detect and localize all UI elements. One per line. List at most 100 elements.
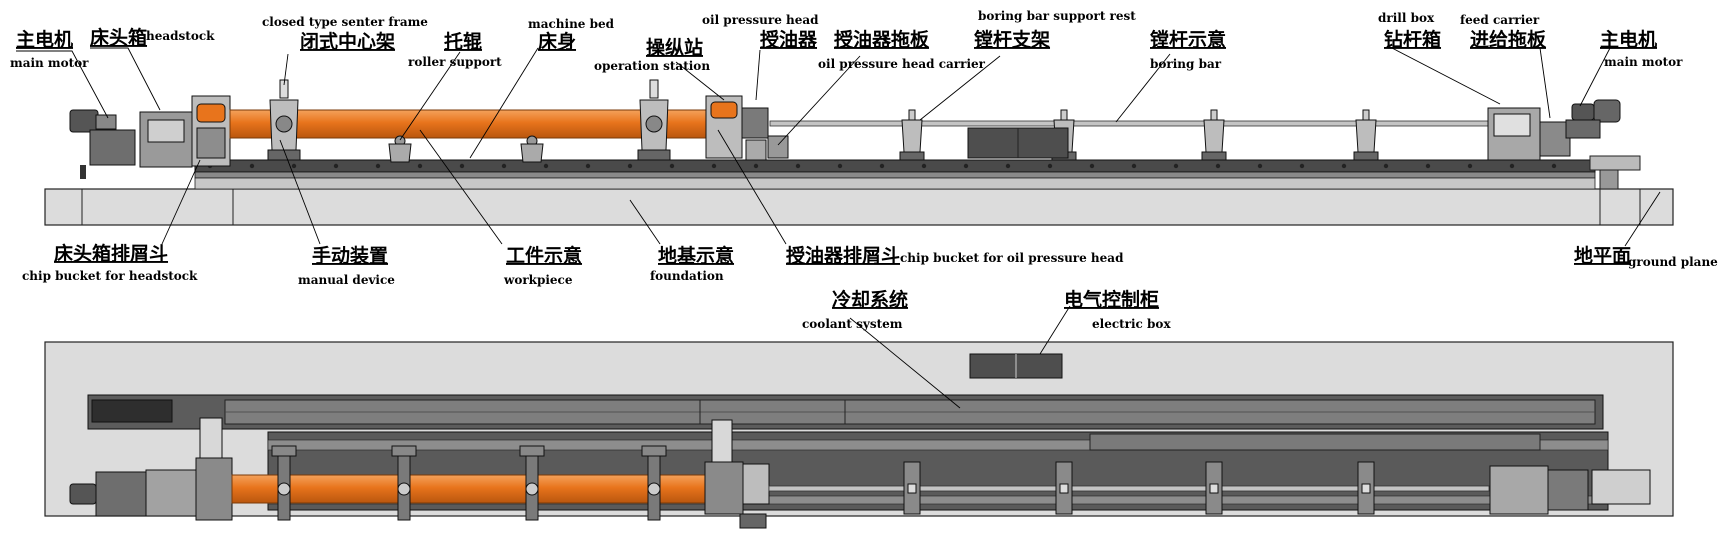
bed-bolt: [711, 163, 717, 169]
plan-support-frame: [519, 445, 545, 521]
closed-center-frame: [637, 79, 671, 161]
bed-bolt: [753, 163, 759, 169]
label-en-boring-bar-support: boring bar support rest: [978, 9, 1136, 23]
label-en-oil-head-carrier: oil pressure head carrier: [818, 57, 986, 71]
bed-bolt: [1005, 163, 1011, 169]
plan-bar-support: [903, 461, 921, 515]
oil-pressure-head-body: [705, 95, 789, 161]
label-zh-ground-plane: 地平面: [1574, 244, 1631, 267]
label-en-electric-box: electric box: [1092, 317, 1171, 331]
bed-bolt: [837, 163, 843, 169]
bed-bolt: [627, 163, 633, 169]
bed-bolt: [879, 163, 885, 169]
label-zh-manual-device: 手动装置: [312, 244, 388, 267]
label-zh-boring-bar-support: 镗杆支架: [974, 28, 1050, 51]
plan-view: [44, 341, 1674, 529]
bed-bolt: [375, 163, 381, 169]
label-en-main-motor-right: main motor: [1604, 55, 1683, 69]
plan-support-frame: [641, 445, 667, 521]
label-zh-electric-box: 电气控制柜: [1064, 288, 1159, 311]
label-en-closed-center-frame: closed type senter frame: [262, 15, 428, 29]
label-en-operation-station: operation station: [594, 59, 710, 73]
bed-bolt: [669, 163, 675, 169]
bed-bolt: [1551, 163, 1557, 169]
label-zh-feed-carrier: 进给拖板: [1470, 28, 1547, 51]
label-zh-chip-bucket-oil-head: 授油器排屑斗: [786, 244, 900, 267]
callout-labels: 主电机 main motor 床头箱 headstock closed type…: [10, 9, 1718, 331]
plan-workpiece-pipe: [231, 474, 709, 504]
main-motor-left: [69, 109, 136, 179]
bed-bolt: [1509, 163, 1515, 169]
plan-bar-support: [1055, 461, 1073, 515]
label-zh-coolant-system: 冷却系统: [832, 288, 908, 311]
bed-bolt: [1425, 163, 1431, 169]
label-zh-operation-station: 操纵站: [646, 36, 703, 59]
label-zh-main-motor-right: 主电机: [1600, 28, 1657, 51]
label-en-boring-bar: boring bar: [1150, 57, 1222, 71]
label-en-chip-bucket-headstock: chip bucket for headstock: [22, 269, 198, 283]
label-en-roller-support: roller support: [408, 55, 502, 69]
label-zh-workpiece: 工件示意: [506, 244, 582, 267]
bed-bolt: [543, 163, 549, 169]
label-zh-foundation: 地基示意: [658, 244, 734, 267]
label-zh-boring-bar: 镗杆示意: [1150, 28, 1226, 51]
roller-support: [388, 135, 412, 163]
bed-bolt: [1383, 163, 1389, 169]
label-en-manual-device: manual device: [298, 273, 395, 287]
label-zh-closed-center-frame: 闭式中心架: [300, 30, 395, 53]
label-zh-oil-pressure-head: 授油器: [760, 29, 818, 51]
bed-bolt: [291, 163, 297, 169]
plan-support-frame: [391, 445, 417, 521]
bed-bolt: [585, 163, 591, 169]
bed-bolt: [1299, 163, 1305, 169]
label-en-machine-bed: machine bed: [528, 17, 615, 31]
bed-bolt: [459, 163, 465, 169]
bed-bolt: [1131, 163, 1137, 169]
bed-bolt: [921, 163, 927, 169]
workpiece-pipe: [229, 109, 711, 139]
label-en-foundation: foundation: [650, 269, 724, 283]
closed-center-frame: [267, 79, 301, 161]
label-zh-roller-support: 托辊: [444, 30, 482, 53]
plan-bar-support: [1357, 461, 1375, 515]
label-en-workpiece: workpiece: [503, 273, 573, 287]
bed-bolt: [1467, 163, 1473, 169]
label-en-feed-carrier: feed carrier: [1460, 13, 1540, 27]
elevation-view: [44, 79, 1674, 226]
boring-bar-support: [899, 109, 925, 161]
label-zh-headstock: 床头箱: [90, 26, 147, 49]
bed-bolt: [1089, 163, 1095, 169]
bed-bolt: [1173, 163, 1179, 169]
label-zh-oil-head-carrier: 授油器拖板: [834, 28, 930, 51]
label-en-drill-box: drill box: [1378, 11, 1435, 25]
headstock-body: [139, 95, 231, 168]
bed-bolt: [1257, 163, 1263, 169]
roller-support: [520, 135, 544, 163]
foundation-block: [44, 188, 1674, 226]
label-en-coolant-system: coolant system: [802, 317, 903, 331]
label-en-chip-bucket-oil-head: chip bucket for oil pressure head: [900, 251, 1124, 265]
bed-bolt: [1341, 163, 1347, 169]
bed-bolt: [417, 163, 423, 169]
boring-bar-support: [1353, 109, 1379, 161]
bed-bolt: [963, 163, 969, 169]
bed-bolt: [501, 163, 507, 169]
bed-bolt: [249, 163, 255, 169]
bed-bolt: [1047, 163, 1053, 169]
leader-lines: [16, 47, 1661, 409]
label-zh-chip-bucket-headstock: 床头箱排屑斗: [54, 242, 168, 265]
bed-bolt: [333, 163, 339, 169]
label-zh-drill-box: 钻杆箱: [1384, 28, 1441, 51]
drill-box-body: [1487, 99, 1621, 161]
label-en-oil-pressure-head: oil pressure head: [702, 13, 819, 27]
label-en-main-motor-left: main motor: [10, 56, 89, 70]
label-en-headstock: headstock: [146, 29, 215, 43]
label-zh-machine-bed: 床身: [538, 30, 576, 53]
bed-bolt: [1215, 163, 1221, 169]
plan-support-frame: [271, 445, 297, 521]
plan-bar-support: [1205, 461, 1223, 515]
boring-bar-support: [1201, 109, 1227, 161]
bed-bolt: [795, 163, 801, 169]
label-zh-main-motor-left: 主电机: [16, 28, 73, 51]
